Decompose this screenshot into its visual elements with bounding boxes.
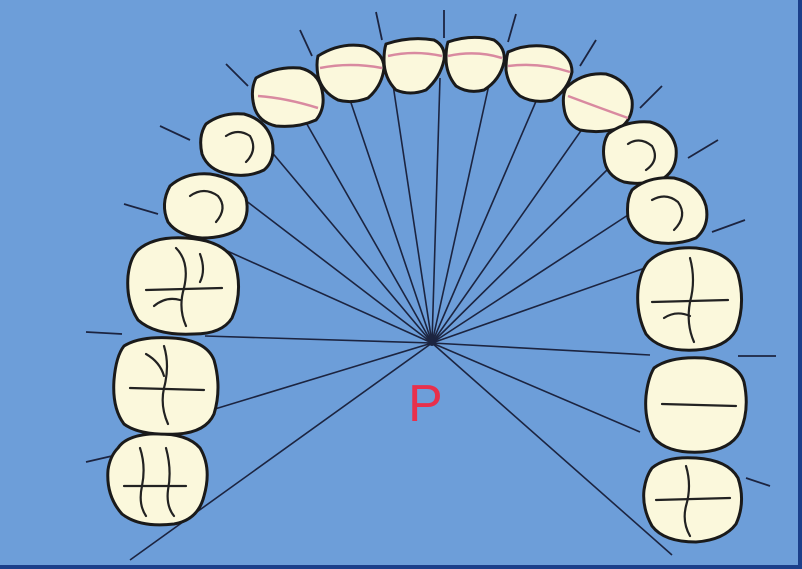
center-point (429, 340, 435, 346)
tooth-left-molar-2 (114, 338, 218, 435)
radial-line (432, 165, 612, 343)
radial-line (432, 343, 672, 555)
radial-line (432, 78, 440, 343)
radial-line (432, 125, 585, 343)
tooth-right-molar-2 (646, 358, 747, 453)
radial-line (432, 343, 650, 355)
tooth-left-central-incisor (384, 39, 444, 93)
tooth-left-premolar-1 (201, 114, 273, 176)
tooth-left-premolar-2 (164, 174, 247, 238)
tick-mark (746, 478, 770, 486)
radial-line (432, 343, 640, 432)
tooth-right-lateral-incisor (506, 46, 572, 102)
tooth-right-molar-3 (644, 458, 742, 542)
radial-line (432, 92, 540, 343)
tick-mark (160, 126, 190, 140)
tick-mark (376, 12, 382, 40)
radial-line (205, 343, 432, 412)
tooth-right-molar-1 (638, 248, 742, 350)
radial-line (432, 80, 490, 343)
tick-mark (640, 86, 662, 108)
tooth-right-central-incisor (446, 37, 504, 91)
radial-line (432, 268, 645, 343)
tick-mark (86, 456, 112, 462)
tooth-left-lateral-incisor (317, 45, 384, 101)
tick-mark (508, 14, 516, 42)
tick-mark (712, 220, 745, 232)
tooth-left-molar-1 (128, 238, 239, 334)
tick-mark (580, 40, 596, 66)
radial-line (432, 215, 628, 343)
tooth-left-canine (252, 68, 323, 127)
tick-mark (226, 64, 248, 86)
tooth-right-premolar-2 (628, 178, 707, 244)
radial-line (205, 336, 432, 343)
tick-mark (86, 332, 122, 334)
tooth-right-canine (563, 74, 632, 132)
tooth-right-premolar-1 (604, 122, 677, 184)
tick-mark (300, 30, 312, 56)
tick-mark (688, 140, 718, 158)
center-point-label: P (408, 378, 443, 430)
tick-mark (124, 204, 158, 214)
tooth-left-molar-3 (108, 434, 207, 525)
